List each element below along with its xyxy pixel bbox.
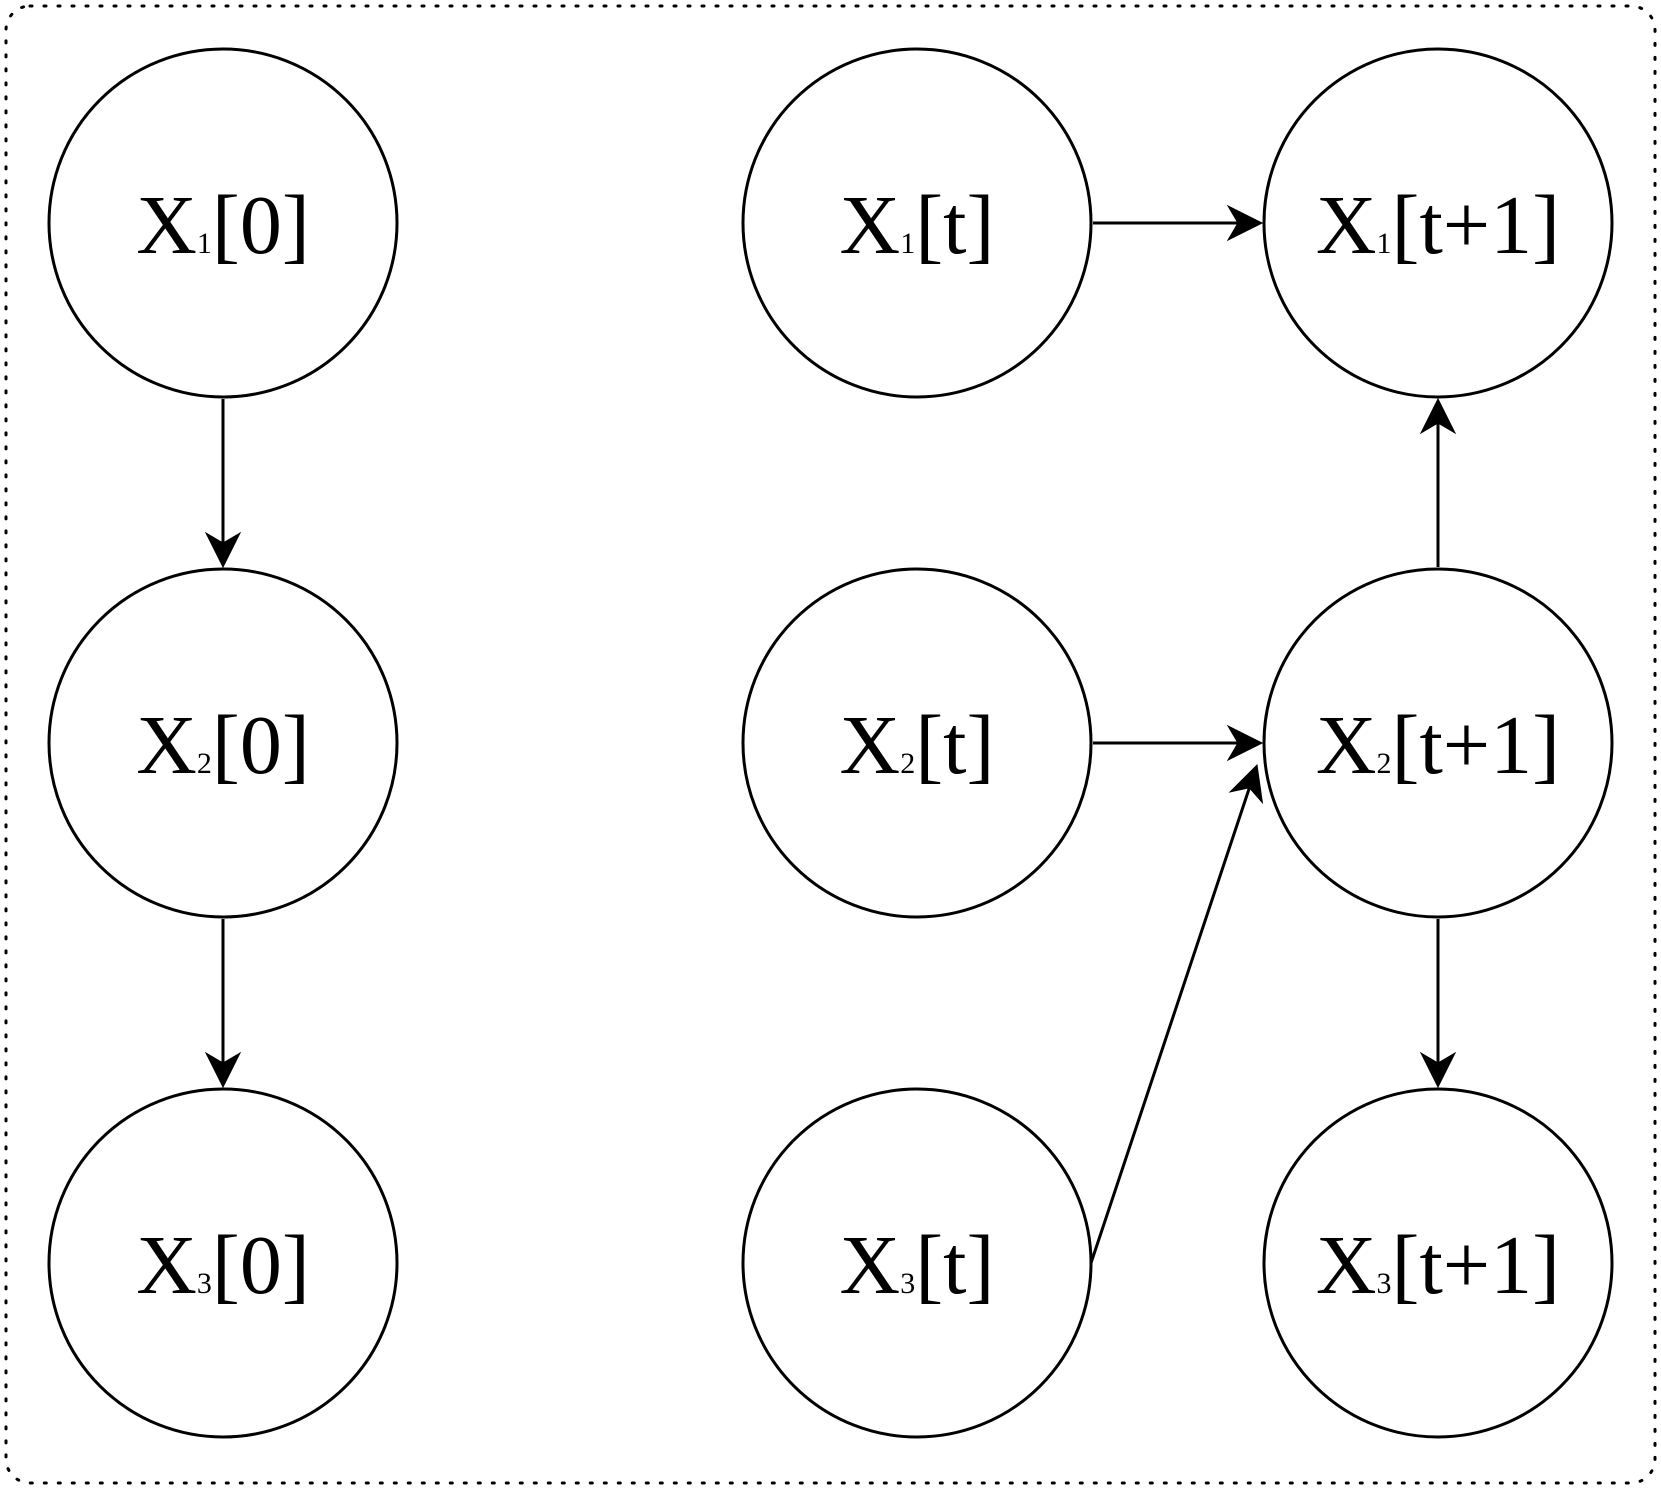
nodes-layer: X1[0]X2[0]X3[0]X1[t]X2[t]X3[t]X1[t+1]X2[… xyxy=(47,47,1614,1439)
node-label-base: X xyxy=(1316,699,1377,792)
edge-x3-t-to-x2-t1 xyxy=(1089,763,1264,1264)
edge-line xyxy=(1089,787,1251,1264)
node-label: X1[0] xyxy=(136,179,310,272)
node-circle xyxy=(1262,47,1614,399)
node-circle xyxy=(741,1087,1093,1439)
node-label-time: [t] xyxy=(915,699,994,792)
edge-x1-t-to-x1-t1 xyxy=(1093,204,1264,242)
edges-layer xyxy=(204,204,1457,1264)
node-label-time: [0] xyxy=(212,179,310,272)
node-label: X3[t+1] xyxy=(1316,1219,1560,1312)
node-label-time: [0] xyxy=(212,699,310,792)
node-label-subscript: 1 xyxy=(1377,227,1392,260)
node-circle xyxy=(47,1087,399,1439)
node-label-base: X xyxy=(1316,179,1377,272)
node-label-time: [0] xyxy=(212,1219,310,1312)
node-label: X1[t] xyxy=(840,179,995,272)
arrowhead-icon xyxy=(204,1051,242,1089)
node-circle xyxy=(741,47,1093,399)
node-label-base: X xyxy=(840,179,901,272)
node-label-base: X xyxy=(1316,1219,1377,1312)
edge-x2-t1-to-x1-t1 xyxy=(1419,397,1457,567)
node-label-time: [t] xyxy=(915,179,994,272)
node-label-subscript: 3 xyxy=(900,1267,915,1300)
edge-x1-0-to-x2-0 xyxy=(204,399,242,569)
node-label-base: X xyxy=(136,179,197,272)
node-circle xyxy=(47,567,399,919)
node-label-time: [t+1] xyxy=(1392,179,1561,272)
edge-x2-t1-to-x3-t1 xyxy=(1419,919,1457,1089)
node-label: X1[t+1] xyxy=(1316,179,1560,272)
node-label-subscript: 1 xyxy=(197,227,212,260)
node-label-time: [t+1] xyxy=(1392,699,1561,792)
diagram-frame xyxy=(4,4,1657,1485)
node-label-subscript: 2 xyxy=(900,747,915,780)
node-circle xyxy=(1262,1087,1614,1439)
node-x1-t1: X1[t+1] xyxy=(1262,47,1614,399)
node-label-subscript: 2 xyxy=(197,747,212,780)
node-label-time: [t] xyxy=(915,1219,994,1312)
node-label-subscript: 3 xyxy=(1377,1267,1392,1300)
node-x2-t: X2[t] xyxy=(741,567,1093,919)
node-x3-t1: X3[t+1] xyxy=(1262,1087,1614,1439)
node-label-base: X xyxy=(136,699,197,792)
node-label-time: [t+1] xyxy=(1392,1219,1561,1312)
edge-x2-0-to-x3-0 xyxy=(204,919,242,1089)
node-x3-0: X3[0] xyxy=(47,1087,399,1439)
node-label: X3[t] xyxy=(840,1219,995,1312)
node-label: X3[0] xyxy=(136,1219,310,1312)
node-x2-0: X2[0] xyxy=(47,567,399,919)
node-circle xyxy=(1262,567,1614,919)
arrowhead-icon xyxy=(1419,397,1457,435)
node-label: X2[t] xyxy=(840,699,995,792)
node-label-subscript: 2 xyxy=(1377,747,1392,780)
arrowhead-icon xyxy=(204,531,242,569)
node-label-base: X xyxy=(136,1219,197,1312)
arrowhead-icon xyxy=(1228,763,1264,805)
node-circle xyxy=(741,567,1093,919)
arrowhead-icon xyxy=(1226,204,1264,242)
node-x1-0: X1[0] xyxy=(47,47,399,399)
node-label-base: X xyxy=(840,699,901,792)
node-label: X2[0] xyxy=(136,699,310,792)
node-label-subscript: 1 xyxy=(900,227,915,260)
node-label: X2[t+1] xyxy=(1316,699,1560,792)
arrowhead-icon xyxy=(1419,1051,1457,1089)
node-x3-t: X3[t] xyxy=(741,1087,1093,1439)
node-x2-t1: X2[t+1] xyxy=(1262,567,1614,919)
node-label-base: X xyxy=(840,1219,901,1312)
node-x1-t: X1[t] xyxy=(741,47,1093,399)
node-circle xyxy=(47,47,399,399)
edge-x2-t-to-x2-t1 xyxy=(1093,724,1264,762)
arrowhead-icon xyxy=(1226,724,1264,762)
node-label-subscript: 3 xyxy=(197,1267,212,1300)
